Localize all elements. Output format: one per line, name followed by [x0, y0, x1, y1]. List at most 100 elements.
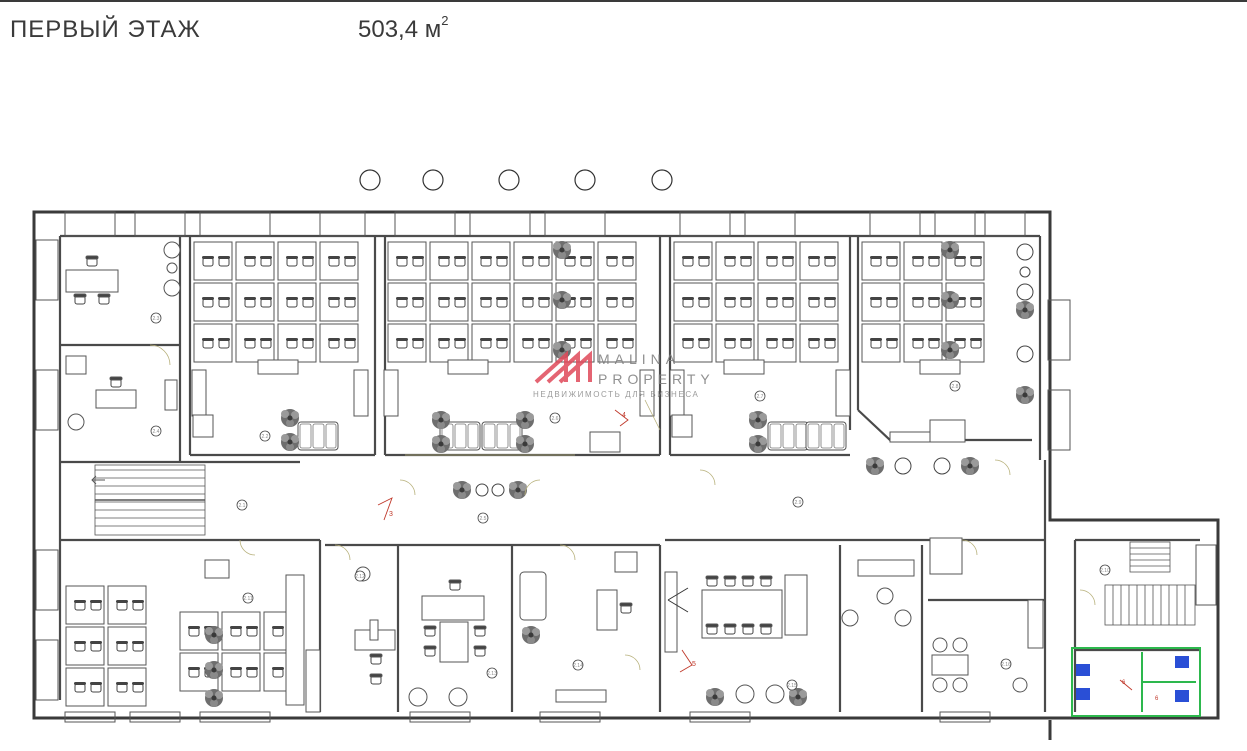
office-chair	[73, 599, 87, 611]
office-chair	[437, 255, 451, 267]
floor-area: 503,4 м2	[358, 13, 449, 44]
office-chair	[781, 337, 795, 349]
office-chair	[327, 337, 341, 349]
room-code-marker: 2.8	[949, 380, 961, 392]
office-chair	[479, 255, 493, 267]
office-chair	[395, 255, 409, 267]
floor-title: ПЕРВЫЙ ЭТАЖ	[10, 16, 201, 43]
watermark-brand: MALINA	[598, 351, 680, 367]
door-arcs	[149, 344, 1096, 671]
office-chair	[395, 337, 409, 349]
office-chair	[301, 255, 315, 267]
office-chair	[453, 337, 467, 349]
office-chair	[765, 337, 779, 349]
room-number-3: 3	[389, 511, 393, 518]
office-chair	[579, 337, 593, 349]
room-code-marker: 2.12	[354, 570, 366, 582]
room-code-label: 2.13	[487, 671, 497, 677]
office-chair	[537, 337, 551, 349]
office-chair	[739, 296, 753, 308]
lounge-sofas	[192, 414, 966, 453]
office-chair	[395, 296, 409, 308]
office-chair	[437, 337, 451, 349]
office-chair	[343, 296, 357, 308]
office-chair	[911, 296, 925, 308]
window-bays-left	[35, 239, 1217, 701]
building-walls	[32, 210, 1220, 740]
office-chair	[927, 296, 941, 308]
exterior-columns	[359, 169, 673, 191]
room-number-6a: 6	[1122, 680, 1126, 686]
office-chair	[327, 255, 341, 267]
room-code-marker: 2.6	[549, 412, 561, 424]
office-chair	[115, 599, 129, 611]
office-chair	[131, 599, 145, 611]
window-bays-bottom	[64, 711, 991, 723]
office-chair	[579, 296, 593, 308]
office-chair	[411, 296, 425, 308]
office-chair	[697, 255, 711, 267]
meeting-rooms	[204, 537, 1044, 713]
office-chair	[621, 296, 635, 308]
room-code-label: 2.9	[795, 500, 802, 506]
room-code-marker: 2.9	[792, 496, 804, 508]
room-numbers: 3 4 5 6 6	[389, 412, 1159, 702]
room-code-label: 2.14	[573, 663, 583, 669]
office-chair	[201, 255, 215, 267]
desk	[191, 369, 207, 417]
office-chair	[807, 296, 821, 308]
office-chair	[869, 255, 883, 267]
stairs-left	[91, 464, 206, 536]
watermark-tagline: НЕДВИЖИМОСТЬ ДЛЯ БИЗНЕСА	[533, 390, 699, 399]
office-chair	[411, 255, 425, 267]
office-top-left	[65, 241, 181, 431]
office-chair	[115, 681, 129, 693]
office-chair	[605, 296, 619, 308]
office-chair	[823, 296, 837, 308]
room-number-5: 5	[692, 661, 696, 668]
office-chair	[521, 337, 535, 349]
room-code-marker: 2.7	[754, 390, 766, 402]
floor-area-unit: 2	[441, 13, 449, 28]
office-chair	[739, 337, 753, 349]
office-chair	[89, 599, 103, 611]
office-chair	[681, 337, 695, 349]
desk-clusters	[65, 241, 985, 707]
desk	[835, 369, 851, 417]
desk	[353, 369, 369, 417]
desk	[383, 369, 399, 417]
office-chair	[537, 296, 551, 308]
top-rule	[0, 0, 1247, 2]
office-chair	[453, 296, 467, 308]
office-chair	[131, 640, 145, 652]
office-chair	[781, 296, 795, 308]
desk	[285, 574, 305, 706]
office-chair	[73, 640, 87, 652]
room-code-label: 2.6	[552, 416, 559, 422]
office-chair	[495, 255, 509, 267]
room-code-label: 2.15	[787, 683, 797, 689]
office-chair	[89, 681, 103, 693]
office-chair	[885, 296, 899, 308]
room-code-label: 2.2	[262, 434, 269, 440]
office-chair	[327, 296, 341, 308]
room-code-label: 2.12	[355, 574, 365, 580]
office-chair	[807, 255, 821, 267]
office-chair	[621, 337, 635, 349]
room-code-marker: 2.2	[259, 430, 271, 442]
office-chair	[537, 255, 551, 267]
office-chair	[681, 255, 695, 267]
office-chair	[201, 296, 215, 308]
office-chair	[521, 255, 535, 267]
office-chair	[605, 255, 619, 267]
office-chair	[217, 296, 231, 308]
office-chair	[343, 337, 357, 349]
room-code-label: 2.8	[952, 384, 959, 390]
office-chair	[495, 337, 509, 349]
office-chair	[73, 681, 87, 693]
window-bays-top	[64, 211, 1026, 237]
office-chair	[229, 625, 243, 637]
office-chair	[781, 255, 795, 267]
office-chair	[927, 255, 941, 267]
